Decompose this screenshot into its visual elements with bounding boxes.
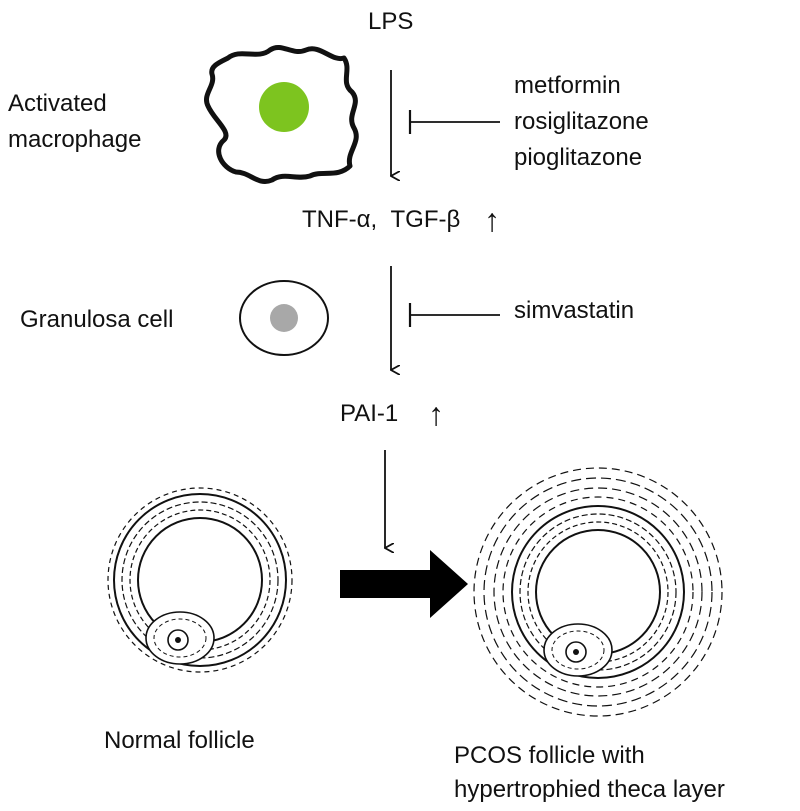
pcos-label-line1: PCOS follicle with	[454, 742, 645, 769]
drug-metformin: metformin	[514, 72, 621, 99]
granulosa-cell-icon	[239, 280, 329, 356]
normal-follicle-label: Normal follicle	[104, 727, 255, 754]
macrophage-nucleus	[259, 82, 309, 132]
granulosa-nucleus	[270, 304, 298, 332]
lps-label: LPS	[368, 8, 414, 35]
transition-arrow-icon	[340, 550, 468, 618]
activated-macrophage-icon	[204, 44, 359, 184]
pai1-label: PAI-1	[340, 400, 399, 427]
inhibition-drugs	[408, 110, 500, 134]
pcos-label-line2: hypertrophied theca layer	[454, 776, 725, 803]
cytokines-label: TNF-α, TGF-β	[302, 206, 461, 233]
simvastatin-label: simvastatin	[514, 297, 635, 324]
macrophage-label-line2: macrophage	[8, 126, 142, 153]
inhibition-simvastatin	[408, 303, 500, 327]
macrophage-label-line1: Activated	[8, 90, 107, 117]
granulosa-label: Granulosa cell	[20, 306, 174, 333]
drug-pioglitazone: pioglitazone	[514, 144, 643, 171]
pai1-up-icon: ↑	[428, 396, 444, 432]
normal-follicle-icon	[107, 487, 293, 673]
drug-rosiglitazone: rosiglitazone	[514, 108, 649, 135]
pcos-follicle-icon	[473, 467, 723, 717]
cytokines-up-icon: ↑	[484, 202, 500, 238]
